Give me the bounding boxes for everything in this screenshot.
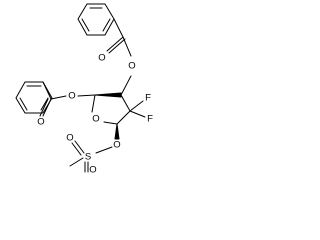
atom-o-left-link: O: [68, 91, 75, 102]
top-benzoyl-ester-bonds: [106, 18, 132, 96]
atom-o-top-link: O: [128, 61, 135, 72]
atom-o-ring: O: [92, 114, 99, 125]
difluoro-bonds: [129, 100, 146, 118]
atom-s-mesyl: S: [85, 152, 91, 163]
mesylate-bonds: [69, 123, 120, 173]
atom-o-left-carbonyl: O: [37, 117, 44, 128]
atom-o-mesyl-1: O: [66, 133, 73, 144]
atom-o-top-carbonyl: O: [98, 53, 105, 64]
atom-f-2: F: [147, 114, 153, 125]
furanose-ring-bonds: [91, 92, 131, 125]
benzene-ring-left: [15, 81, 53, 114]
atom-f-1: F: [145, 93, 151, 104]
benzene-ring-top: [77, 3, 115, 36]
atom-o-mesyl-2: O: [89, 165, 96, 174]
chemical-structure: O O O F F O O O S: [15, 3, 153, 174]
atom-o-mesyl-link: O: [113, 140, 120, 151]
